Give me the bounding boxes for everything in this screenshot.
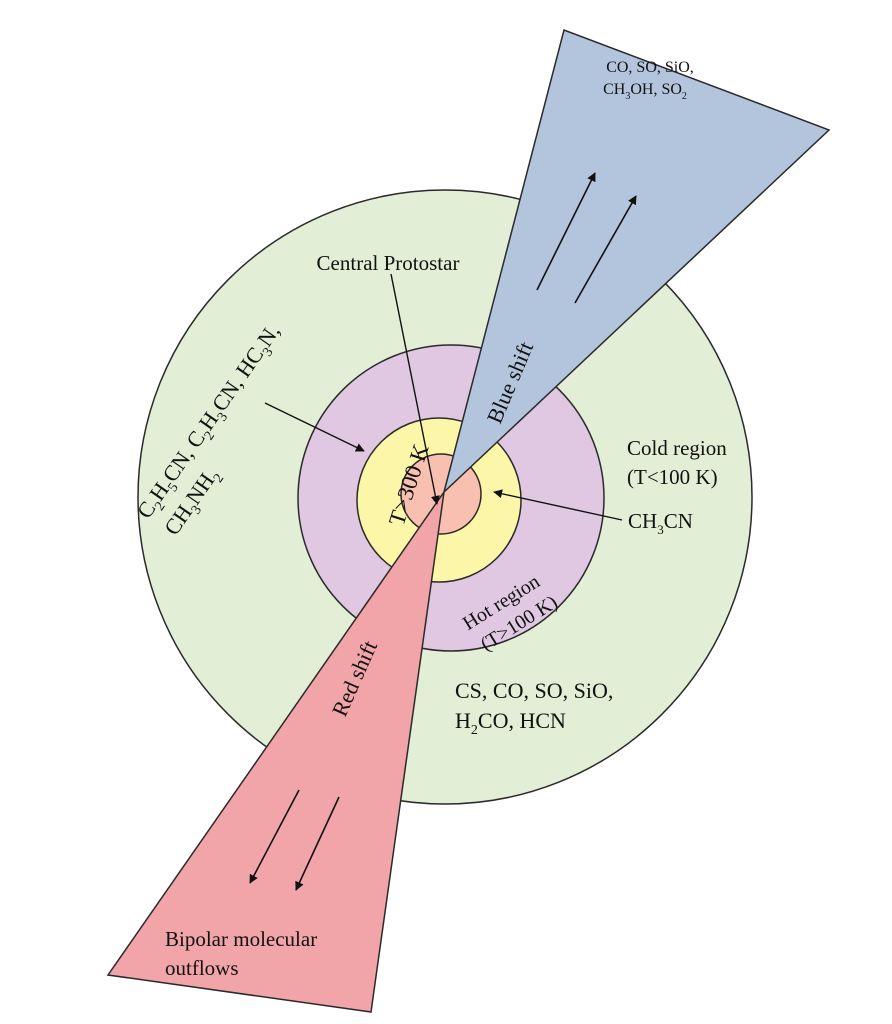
blue-shift-lobe	[442, 29, 831, 495]
blue-flow-arrow-2	[574, 195, 637, 304]
red-shift-lobe	[106, 491, 445, 1013]
blue-lobe-molecules-line1: CO, SO, SiO,	[606, 59, 694, 76]
bipolar-label-line2: outflows	[165, 956, 239, 980]
ch3cn-label: CH3CN	[628, 509, 693, 537]
cold-region-temp-label: (T<100 K)	[627, 465, 718, 489]
hot-molecules-pointer-arrow	[264, 402, 365, 452]
cold-molecules-line2: H2CO, HCN	[455, 708, 566, 738]
red-flow-arrow-1	[249, 789, 300, 884]
central-protostar-label: Central Protostar	[317, 251, 460, 275]
cold-molecules-line1: CS, CO, SO, SiO,	[455, 678, 613, 703]
red-flow-arrow-2	[295, 796, 340, 891]
blue-flow-arrow-1	[536, 172, 596, 291]
ch3cn-pointer-arrow	[493, 489, 623, 521]
bipolar-label-line1: Bipolar molecular	[165, 927, 317, 951]
protostar-pointer-arrow	[390, 273, 440, 505]
blue-lobe-molecules-line2: CH3OH, SO2	[603, 81, 687, 102]
cold-region-label: Cold region	[627, 436, 727, 460]
